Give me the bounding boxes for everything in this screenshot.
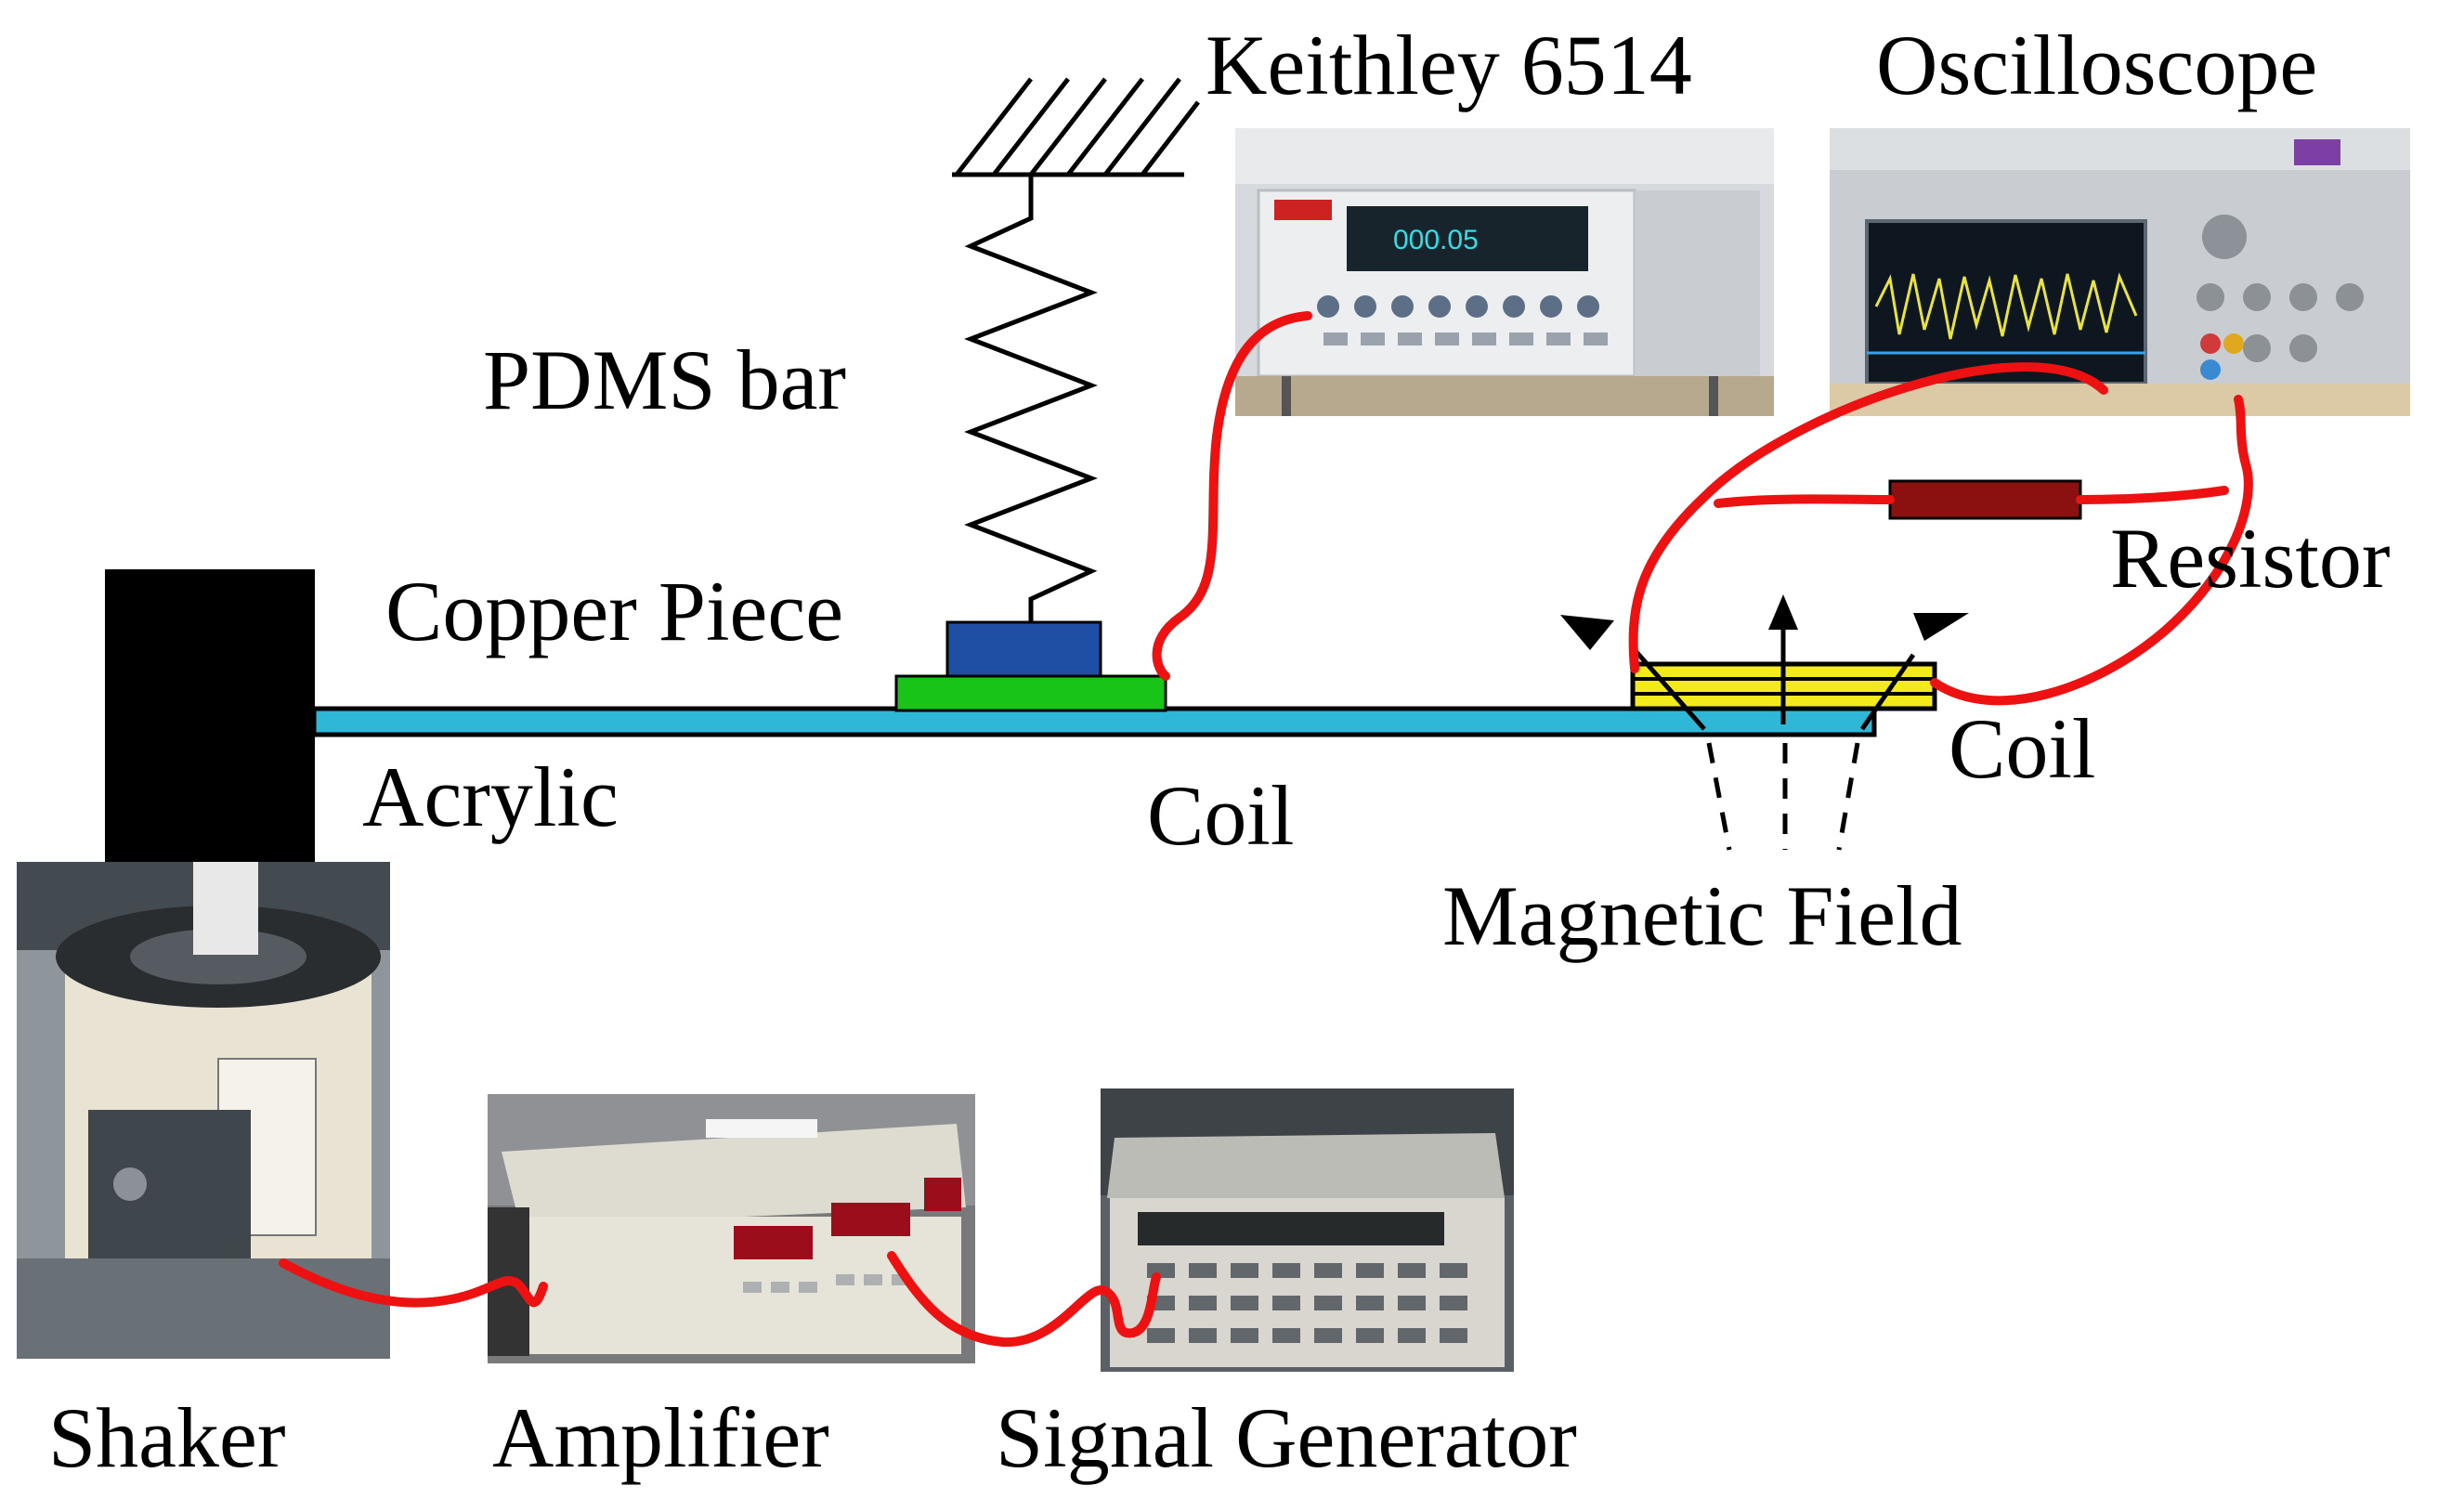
wire-resistor-top bbox=[1714, 494, 1895, 508]
keithley-photo: 000.05 bbox=[1235, 128, 1774, 416]
keithley-display-readout: 000.05 bbox=[1393, 225, 1479, 255]
amplifier-photo bbox=[488, 1094, 975, 1363]
label-oscilloscope: Oscilloscope bbox=[1876, 18, 2318, 112]
label-acrylic: Acrylic bbox=[362, 749, 619, 844]
signal-generator-photo bbox=[1101, 1088, 1514, 1372]
wire-shaker-amplifier bbox=[279, 1258, 548, 1308]
shaker-photo bbox=[17, 862, 390, 1359]
label-shaker: Shaker bbox=[48, 1390, 286, 1485]
wire-oscilloscope-loop bbox=[1628, 362, 2108, 673]
oscilloscope-photo bbox=[1830, 128, 2410, 416]
label-coil-right: Coil bbox=[1949, 701, 2096, 796]
label-copper-piece: Copper Piece bbox=[385, 564, 844, 658]
wire-keithley bbox=[1152, 311, 1312, 681]
label-amplifier: Amplifier bbox=[492, 1390, 829, 1485]
acrylic-beam bbox=[311, 706, 1877, 737]
resistor-body bbox=[1888, 479, 2082, 520]
coil-base bbox=[894, 674, 1167, 712]
field-arrowheads bbox=[1560, 594, 1969, 650]
wires bbox=[279, 311, 2253, 1348]
spring-icon bbox=[964, 175, 1098, 622]
label-coil-center: Coil bbox=[1147, 768, 1295, 863]
label-pdms-bar: PDMS bar bbox=[483, 332, 847, 427]
ground-hatch-icon bbox=[952, 77, 1200, 177]
wire-resistor-right bbox=[2076, 486, 2229, 504]
field-arrow-icon bbox=[1635, 622, 1916, 851]
copper-piece-block bbox=[945, 620, 1102, 678]
label-keithley: Keithley 6514 bbox=[1206, 18, 1692, 112]
wire-coil-return bbox=[1930, 395, 2253, 706]
label-signal-generator: Signal Generator bbox=[996, 1390, 1577, 1485]
label-resistor: Resistor bbox=[2110, 511, 2391, 606]
fixed-support-block bbox=[105, 569, 315, 862]
wire-amplifier-generator bbox=[887, 1251, 1161, 1348]
label-magnetic-field: Magnetic Field bbox=[1442, 868, 1962, 963]
